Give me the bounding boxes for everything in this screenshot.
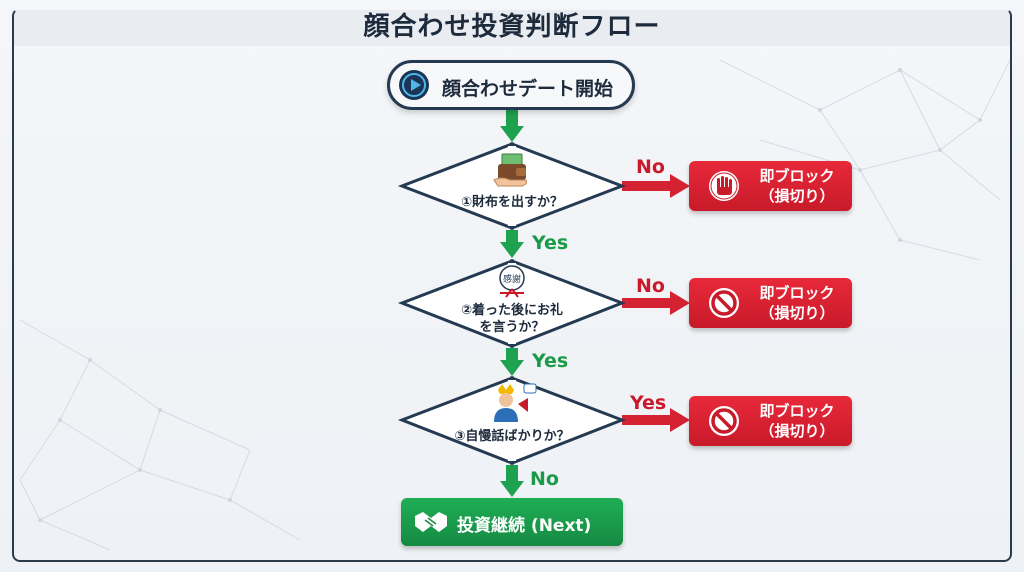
block-3-text: 即ブロック （損切り）: [749, 401, 845, 441]
bragging-person-icon: [494, 383, 537, 422]
page-title: 顔合わせ投資判断フロー: [363, 12, 661, 42]
start-label: 顔合わせデート開始: [442, 78, 614, 100]
red-arrows: [622, 174, 690, 432]
block-box-1: 即ブロック （損切り）: [689, 161, 852, 211]
block-3-line-1: 即ブロック: [759, 402, 835, 420]
edge-label-d1-yes: Yes: [532, 232, 569, 254]
edge-label-d3-no: No: [530, 468, 559, 490]
gift-thanks-icon: 感謝: [499, 265, 525, 298]
decision-2-line-2: を言うか？: [479, 320, 545, 335]
edge-label-d2-yes: Yes: [532, 350, 569, 372]
edge-label-d3-yes: Yes: [630, 392, 667, 414]
block-2-line-1: 即ブロック: [759, 284, 835, 302]
start-node: 顔合わせデート開始: [387, 60, 635, 110]
decision-2-line-1: ②着った後にお礼: [460, 303, 563, 318]
title-bar: [14, 10, 1010, 46]
block-3-line-2: （損切り）: [759, 422, 835, 440]
prohibited-icon: [709, 406, 739, 436]
play-icon: [399, 70, 429, 100]
end-node: 投資継続 (Next): [401, 498, 623, 546]
block-box-3: 即ブロック （損切り）: [689, 396, 852, 446]
prohibited-icon: [709, 288, 739, 318]
block-1-line-1: 即ブロック: [759, 167, 835, 185]
block-2-line-2: （損切り）: [759, 304, 835, 322]
outer-frame: [12, 8, 1012, 562]
decision-diamonds: [397, 141, 627, 466]
decision-2-text: ②着った後にお礼 を言うか？: [432, 302, 592, 336]
edge-label-d2-no: No: [636, 275, 665, 297]
decision-3-text: ③自慢話ばかりか？: [454, 429, 570, 444]
block-1-text: 即ブロック （損切り）: [749, 166, 845, 206]
green-arrows: [500, 110, 524, 497]
decision-1-text: ①財布を出すか？: [460, 195, 563, 210]
block-2-text: 即ブロック （損切り）: [749, 283, 845, 323]
edge-label-d1-no: No: [636, 156, 665, 178]
block-box-2: 即ブロック （損切り）: [689, 278, 852, 328]
stop-hand-icon: [709, 171, 739, 201]
handshake-icon: [415, 512, 447, 532]
wallet-icon: [493, 153, 527, 187]
end-label: 投資継続 (Next): [457, 516, 592, 536]
thanks-badge-text: 感謝: [503, 273, 521, 285]
block-1-line-2: （損切り）: [759, 187, 835, 205]
